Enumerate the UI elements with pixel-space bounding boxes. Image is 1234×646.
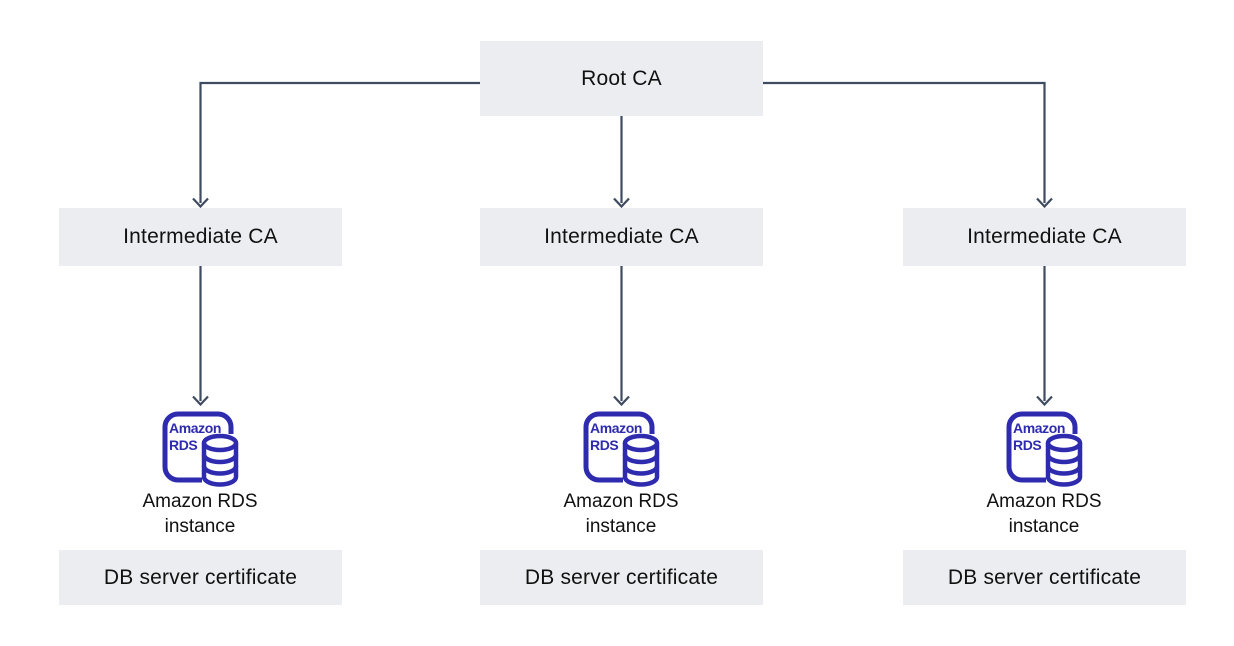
- root-ca-label: Root CA: [581, 66, 662, 90]
- arrowhead-icon: [192, 395, 209, 407]
- rds-instance-line2: instance: [585, 516, 657, 537]
- node-db-certificate-right: DB server certificate: [903, 550, 1186, 605]
- node-root-ca: Root CA: [480, 41, 763, 116]
- label-rds-instance-right: Amazon RDS instance: [924, 489, 1164, 539]
- arrowhead-icon: [613, 395, 630, 407]
- arrowhead-icon: [613, 197, 630, 209]
- rds-instance-line1: Amazon RDS: [986, 491, 1102, 512]
- arrowhead-icon: [1036, 197, 1053, 209]
- rds-instance-line2: instance: [164, 516, 236, 537]
- node-intermediate-ca-left: Intermediate CA: [59, 208, 342, 266]
- connector-root-to-left-intermediate: [199, 81, 480, 203]
- connector-root-to-right-intermediate: [763, 81, 1046, 203]
- label-rds-instance-left: Amazon RDS instance: [80, 489, 320, 539]
- node-intermediate-ca-middle: Intermediate CA: [480, 208, 763, 266]
- intermediate-ca-label: Intermediate CA: [123, 225, 278, 248]
- arrowhead-icon: [192, 197, 209, 209]
- rds-instance-line1: Amazon RDS: [563, 491, 679, 512]
- rds-instance-line1: Amazon RDS: [142, 491, 258, 512]
- amazon-rds-icon: [1006, 411, 1090, 487]
- amazon-rds-icon: [583, 411, 667, 487]
- db-certificate-label: DB server certificate: [524, 565, 719, 589]
- node-db-certificate-middle: DB server certificate: [480, 550, 763, 605]
- db-certificate-label: DB server certificate: [103, 565, 298, 589]
- intermediate-ca-label: Intermediate CA: [544, 225, 699, 248]
- amazon-rds-icon: [162, 411, 246, 487]
- node-db-certificate-left: DB server certificate: [59, 550, 342, 605]
- arrowhead-icon: [1036, 395, 1053, 407]
- label-rds-instance-middle: Amazon RDS instance: [501, 489, 741, 539]
- rds-instance-line2: instance: [1008, 516, 1080, 537]
- node-intermediate-ca-right: Intermediate CA: [903, 208, 1186, 266]
- intermediate-ca-label: Intermediate CA: [967, 225, 1122, 248]
- db-certificate-label: DB server certificate: [947, 565, 1142, 589]
